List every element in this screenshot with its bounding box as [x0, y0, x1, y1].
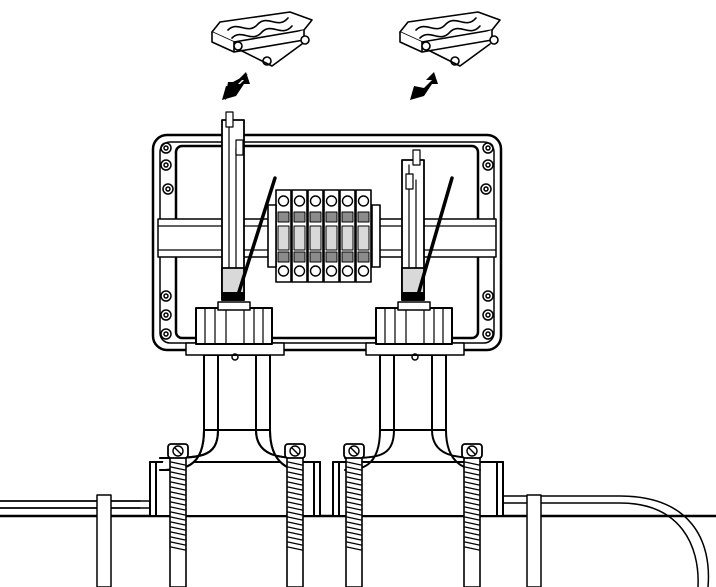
wires-left [221, 111, 277, 301]
hose-clamp [284, 443, 306, 587]
terminal-block [339, 189, 356, 283]
cable-gland-left [195, 301, 273, 345]
terminal-block [275, 189, 292, 283]
terminal-block [307, 189, 324, 283]
terminal-blocks [267, 189, 381, 283]
terminal-end-plate [267, 204, 277, 268]
heating-cable-loop-right [344, 354, 481, 471]
insertion-arrow-left [222, 72, 250, 100]
cable-gland-right [375, 301, 453, 345]
hose-clamp [167, 443, 189, 587]
strain-relief-clamp-left [211, 11, 313, 67]
hose-clamp [343, 443, 365, 587]
cable-tie-right [526, 494, 542, 587]
hose-clamps [167, 443, 483, 587]
terminal-block [323, 189, 340, 283]
strain-relief-clamp-right [399, 11, 501, 67]
hose-clamp [461, 443, 483, 587]
terminal-block [355, 189, 372, 283]
terminal-end-plate [371, 204, 381, 268]
insertion-arrow-right [410, 72, 438, 100]
terminal-block [291, 189, 308, 283]
heating-cable [0, 495, 710, 587]
wires-right [401, 149, 454, 301]
cable-tie-left [96, 494, 112, 587]
box-screws [160, 142, 494, 340]
